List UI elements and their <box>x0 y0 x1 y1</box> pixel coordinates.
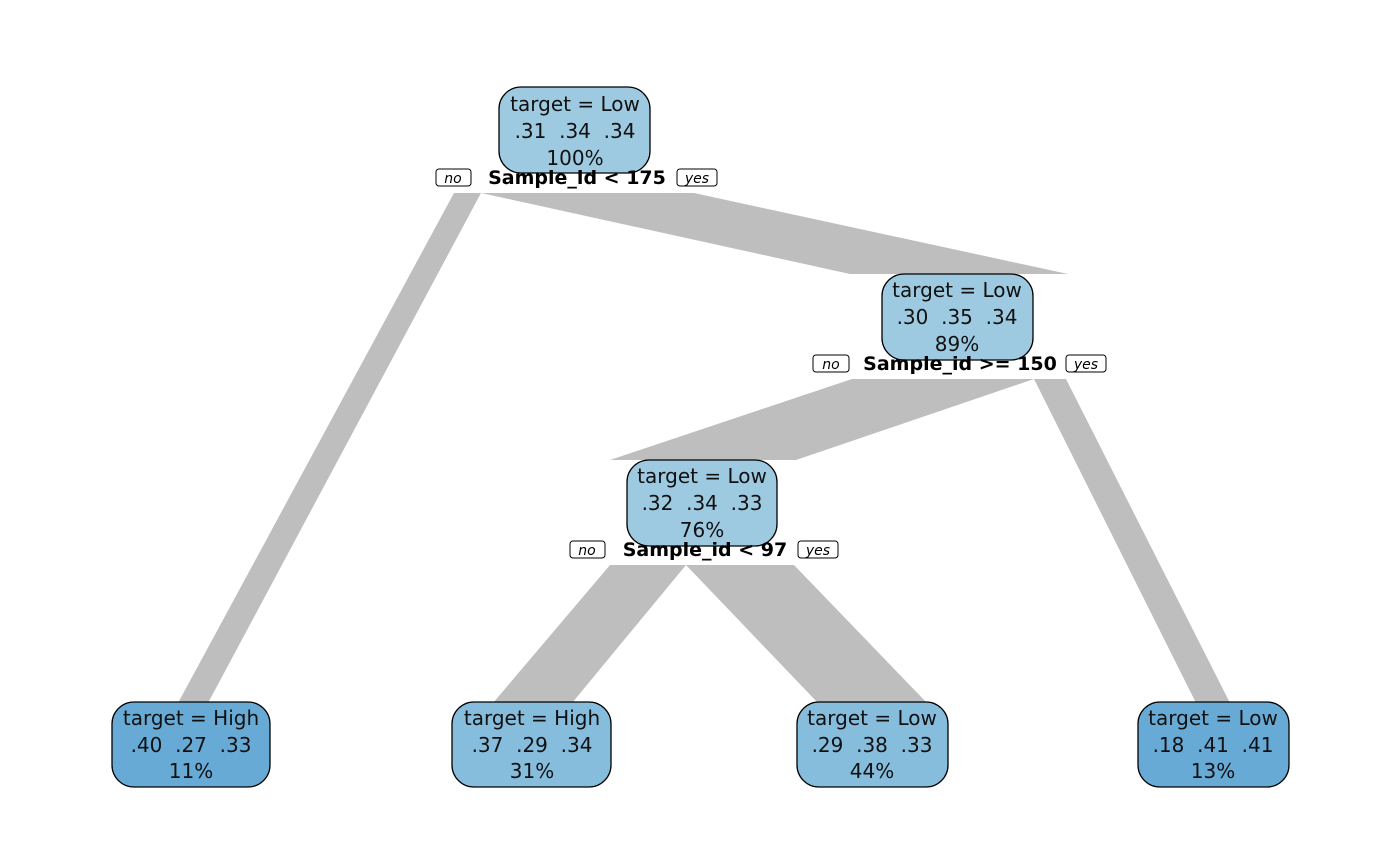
tree-node-n3: target = Low .32 .34 .33 76% <box>626 459 778 547</box>
yes-tag-box <box>676 168 718 187</box>
split-n3: no Sample_id < 97 yes <box>569 539 839 561</box>
branch-n2-to-n3 <box>610 379 1034 460</box>
leaf-box <box>111 701 271 788</box>
leaf-class-probabilities: .40 .27 .33 <box>131 733 252 757</box>
node-class-probabilities: .30 .35 .34 <box>897 305 1018 329</box>
leaf-class-label: target = Low <box>1148 706 1278 730</box>
leaf-class-probabilities: .29 .38 .33 <box>812 733 933 757</box>
node-class-label: target = Low <box>892 278 1022 302</box>
leaf-class-label: target = Low <box>807 706 937 730</box>
branch-root-to-leaf1 <box>178 193 481 703</box>
tree-leaf-3: target = Low .29 .38 .33 44% <box>796 701 949 788</box>
leaf-class-label: target = High <box>464 706 600 730</box>
tree-leaf-2: target = High .37 .29 .34 31% <box>451 701 612 788</box>
leaf-box <box>451 701 612 788</box>
yes-tag-label: yes <box>684 171 709 187</box>
split-root: no Sample_id < 175 yes <box>435 167 718 189</box>
branch-n2-to-leaf4 <box>1034 379 1230 703</box>
node-percentage: 76% <box>680 518 724 542</box>
no-tag-box <box>435 168 472 187</box>
no-tag-label: no <box>578 543 595 559</box>
split-condition: Sample_id >= 150 <box>863 353 1057 375</box>
leaf-box <box>796 701 949 788</box>
branches <box>178 193 1230 703</box>
split-condition: Sample_id < 175 <box>488 167 666 189</box>
node-box <box>881 273 1034 361</box>
node-percentage: 89% <box>935 332 979 356</box>
node-box <box>626 459 778 547</box>
no-tag-label: no <box>822 357 839 373</box>
node-class-label: target = Low <box>510 92 640 116</box>
branch-n3-to-leaf3 <box>686 565 927 703</box>
branch-n3-to-leaf2 <box>493 565 686 703</box>
leaf-class-probabilities: .37 .29 .34 <box>472 733 593 757</box>
leaf-class-label: target = High <box>123 706 259 730</box>
node-class-probabilities: .31 .34 .34 <box>515 119 636 143</box>
split-condition: Sample_id < 97 <box>623 539 788 561</box>
yes-tag-label: yes <box>1073 357 1098 373</box>
leaf-percentage: 13% <box>1191 759 1235 783</box>
leaf-percentage: 31% <box>510 759 554 783</box>
leaf-percentage: 11% <box>169 759 213 783</box>
no-tag-box <box>569 540 606 559</box>
tree-node-root: target = Low .31 .34 .34 100% <box>498 86 651 174</box>
no-tag-box <box>812 354 850 373</box>
tree-leaf-1: target = High .40 .27 .33 11% <box>111 701 271 788</box>
yes-tag-label: yes <box>805 543 830 559</box>
node-class-probabilities: .32 .34 .33 <box>642 491 763 515</box>
branch-root-to-n2 <box>481 193 1068 274</box>
tree-leaf-4: target = Low .18 .41 .41 13% <box>1137 701 1290 788</box>
yes-tag-box <box>1065 354 1107 373</box>
leaf-class-probabilities: .18 .41 .41 <box>1153 733 1274 757</box>
node-class-label: target = Low <box>637 464 767 488</box>
leaf-percentage: 44% <box>850 759 894 783</box>
node-box <box>498 86 651 174</box>
tree-node-n2: target = Low .30 .35 .34 89% <box>881 273 1034 361</box>
leaf-box <box>1137 701 1290 788</box>
split-n2: no Sample_id >= 150 yes <box>812 353 1107 375</box>
node-percentage: 100% <box>546 146 603 170</box>
no-tag-label: no <box>444 171 461 187</box>
yes-tag-box <box>797 540 839 559</box>
